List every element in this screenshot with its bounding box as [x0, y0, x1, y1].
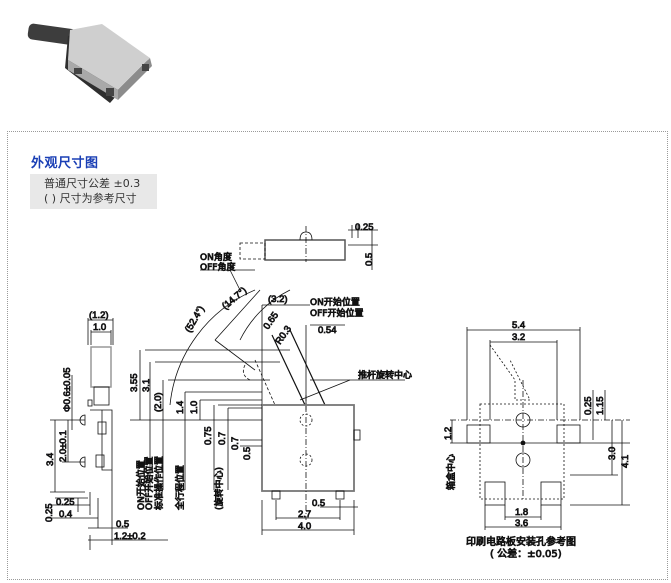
dim-4.0: 4.0	[298, 521, 311, 532]
dim-pcb-5.4: 5.4	[512, 320, 525, 331]
dim-r0.3: R0.3	[273, 324, 294, 347]
side-view	[48, 318, 168, 550]
dim-side-1.2-ref: (1.2)	[89, 310, 109, 321]
dim-1.0: 1.0	[189, 401, 200, 414]
note-general: 普通尺寸公差 ±0.3	[44, 177, 141, 190]
vlabel-rotation-center: (旋转中心)	[213, 467, 225, 510]
dim-pcb-1.2: 1.2	[443, 427, 454, 440]
dim-pcb-3.2: 3.2	[512, 332, 525, 343]
dim-0.5-a: 0.5	[242, 447, 253, 460]
dim-top-0.5: 0.5	[364, 253, 375, 266]
dim-side-2.0: 2.0±0.1	[58, 430, 69, 462]
dim-side-1.0: 1.0	[93, 322, 106, 333]
tolerance-note: 普通尺寸公差 ±0.3 ( ) 尺寸为参考尺寸	[30, 174, 157, 209]
label-off-angle: OFF角度	[200, 261, 235, 273]
front-view	[130, 289, 405, 535]
dim-0.7-a: 0.7	[217, 432, 228, 445]
dim-pcb-0.25: 0.25	[583, 397, 594, 416]
dim-pcb-3.0: 3.0	[607, 447, 618, 460]
dim-side-0.4: 0.4	[59, 509, 72, 520]
label-housing-center: 箱盒中心	[445, 454, 457, 490]
vlabel-on-start: ON开始位置	[135, 460, 147, 510]
dim-3.55: 3.55	[129, 374, 140, 393]
switch-photo-icon	[27, 23, 152, 103]
drawing-frame	[7, 131, 668, 580]
vlabel-full-stroke: 全行程位置	[174, 465, 186, 510]
dim-side-0.5: 0.5	[116, 519, 129, 530]
dim-0.5-b: 0.5	[312, 498, 325, 509]
product-photo	[27, 23, 152, 103]
angle-14.7: (14.7°)	[220, 285, 249, 312]
dim-side-1.2: 1.2±0.2	[114, 531, 146, 542]
label-on-angle: ON角度	[200, 251, 232, 263]
dim-3.2-ref: (3.2)	[268, 294, 288, 305]
dim-2.0-ref: (2.0)	[153, 392, 164, 412]
dim-top-0.25: 0.25	[355, 222, 374, 233]
dim-0.75: 0.75	[203, 427, 214, 446]
dim-3.1: 3.1	[141, 379, 152, 392]
vlabel-std-position: 标准操作位置	[153, 456, 165, 510]
pcb-tolerance: ( 公差：±0.05)	[490, 547, 562, 560]
dim-2.7: 2.7	[298, 509, 311, 520]
note-reference: ( ) 尺寸为参考尺寸	[44, 192, 137, 205]
pcb-view	[450, 327, 630, 530]
dim-pcb-4.1: 4.1	[620, 455, 631, 468]
pcb-caption: 印刷电路板安装孔参考图	[466, 535, 576, 548]
dim-0.65: 0.65	[261, 310, 281, 331]
dim-side-3.4: 3.4	[45, 453, 56, 466]
dim-1.4: 1.4	[175, 401, 186, 414]
section-title: 外观尺寸图	[31, 156, 99, 171]
dim-pcb-1.15: 1.15	[595, 397, 606, 416]
dim-side-0.25-b: 0.25	[56, 497, 75, 508]
label-off-start: OFF开始位置	[310, 307, 363, 319]
dim-pcb-1.8: 1.8	[515, 507, 528, 518]
label-on-start: ON开始位置	[310, 296, 360, 308]
dim-0.54: 0.54	[318, 325, 337, 336]
top-view	[200, 225, 378, 291]
dim-phi-0.6: Φ0.6±0.05	[62, 368, 73, 413]
dim-pcb-3.6: 3.6	[515, 518, 528, 529]
dim-side-0.25-a: 0.25	[44, 504, 55, 523]
vlabel-off-start: OFF开始位置	[143, 457, 155, 510]
dim-0.7-b: 0.7	[230, 437, 241, 450]
angle-52.4: (52.4°)	[183, 304, 207, 334]
label-lever-center: 推杆旋转中心	[358, 369, 412, 381]
